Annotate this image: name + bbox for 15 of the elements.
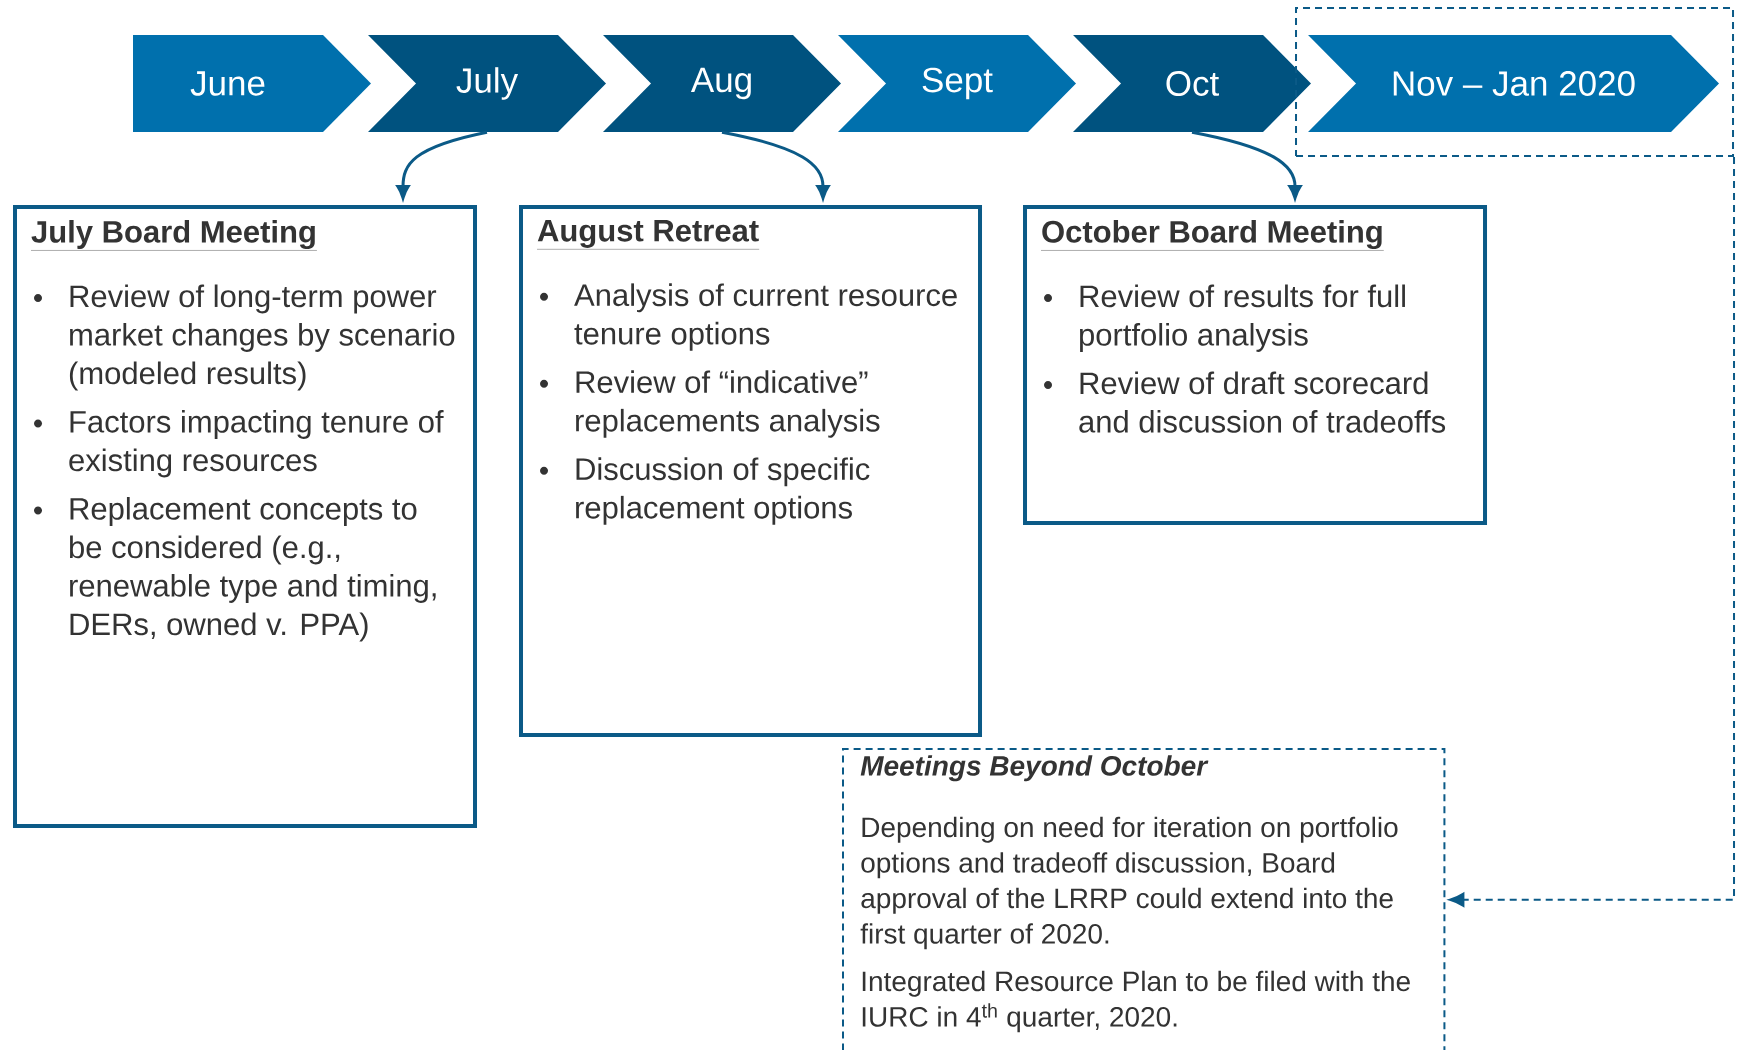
arrow [721,130,830,200]
meeting-box: October Board Meeting Review of results for full portfolio analysis Review of draft scorecard and discussion of tradeoffs [1023,205,1487,525]
timeline-band: Aug [603,35,841,132]
timeline-band: July [368,35,606,132]
timeline-band: Sept [838,35,1076,132]
arrow [1191,130,1302,200]
dashed-frame [1295,7,1734,157]
timeline-band: Oct [1073,35,1311,132]
arrow [396,130,488,200]
meeting-box: July Board Meeting Review of long-term power market changes by scenario (modeled results) Factors impacting tenure of existing resources Replacement concepts to be considered (e.g., renewable type and timing, DERs, owned v. PPA) [13,205,477,828]
meeting-box: August Retreat Analysis of current resource tenure options Review of “indicative” replacements analysis Discussion of specific replacement options [519,205,982,737]
arrow [1448,156,1735,907]
timeline-band: June [133,35,371,132]
timeline-band: Nov – Jan 2020 [1308,35,1719,132]
note-box: Meetings Beyond October Depending on need for iteration on portfolio options and tradeoff discussion, Board approval of the LRRP could extend into the first quarter of 2020. Integrated Resource Plan to be filed with the IURC in 4$^{th}$ quarter, 2020. [842,748,1446,1050]
